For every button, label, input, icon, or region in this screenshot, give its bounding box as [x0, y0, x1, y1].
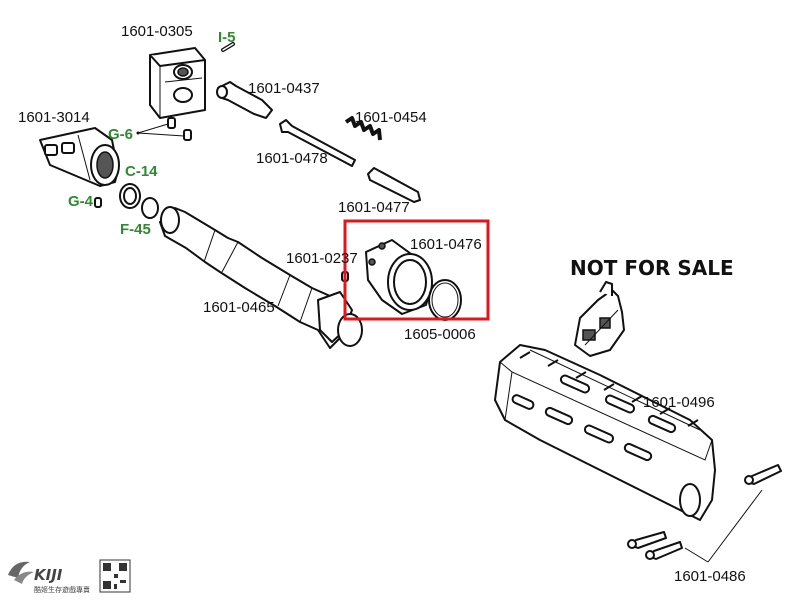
part-set-screws-g6: [136, 117, 192, 141]
part-spring: [344, 116, 382, 141]
front-sight-not-for-sale: [574, 281, 625, 357]
label-i5: I-5: [218, 29, 236, 46]
part-o-ring-0006: [428, 279, 462, 321]
label-1601-0478: 1601-0478: [256, 150, 328, 167]
part-handguard-rail: [494, 344, 716, 521]
part-piston: [367, 167, 421, 203]
label-1601-0237: 1601-0237: [286, 250, 358, 267]
label-1601-0476: 1601-0476: [410, 236, 482, 253]
label-1601-0486: 1601-0486: [674, 568, 746, 585]
watermark-brand: KIJI: [34, 566, 63, 584]
label-1601-0454: 1601-0454: [355, 109, 427, 126]
part-barrel: [159, 206, 363, 349]
label-1601-0437: 1601-0437: [248, 80, 320, 97]
label-f45: F-45: [120, 221, 151, 238]
not-for-sale-label: NOT FOR SALE: [570, 256, 734, 280]
part-set-screw-g4: [94, 197, 102, 208]
label-1601-0496: 1601-0496: [643, 394, 715, 411]
label-1605-0006: 1605-0006: [404, 326, 476, 343]
label-1601-0305: 1601-0305: [121, 23, 193, 40]
part-muzzle-device: [39, 127, 120, 187]
label-1601-3014: 1601-3014: [18, 109, 90, 126]
label-1601-0477: 1601-0477: [338, 199, 410, 216]
part-piston-rod: [279, 119, 356, 167]
part-screws-0486: [627, 464, 782, 563]
watermark-logo: KIJI 酷姬生存遊戲專賣: [8, 559, 131, 594]
label-g6: G-6: [108, 126, 133, 143]
part-barrel-nut: [365, 239, 433, 315]
label-g4: G-4: [68, 193, 94, 210]
label-1601-0465: 1601-0465: [203, 299, 275, 316]
part-pin-i5: [221, 42, 235, 52]
part-crush-washer: [119, 183, 141, 209]
part-gas-block: [149, 47, 206, 119]
watermark-subtitle: 酷姬生存遊戲專賣: [34, 585, 90, 594]
part-gas-tube-plug: [216, 81, 273, 119]
part-o-ring-f45: [141, 197, 159, 219]
label-c14: C-14: [125, 163, 158, 180]
highlight-box: [343, 219, 490, 321]
